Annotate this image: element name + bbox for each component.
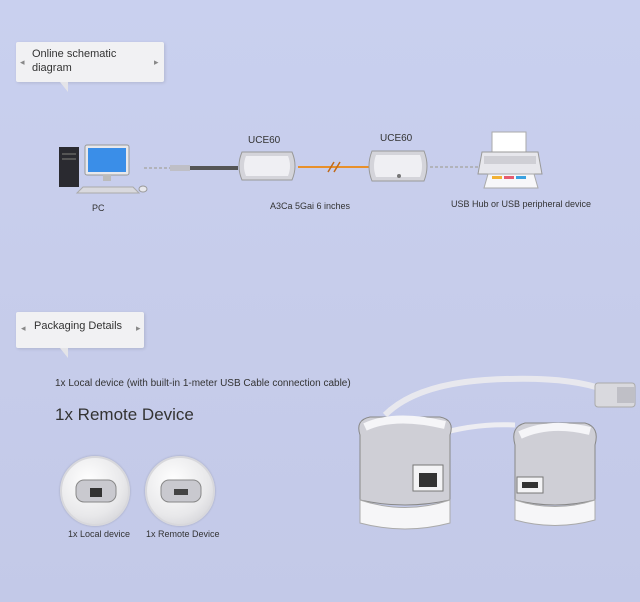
extender-right xyxy=(368,150,428,182)
thumb-local xyxy=(60,456,130,526)
cable-length-label: A3Ca 5Gai 6 inches xyxy=(270,201,351,211)
arrow-right-icon: ▸ xyxy=(136,323,141,333)
thumb-local-label: 1x Local device xyxy=(68,529,131,539)
pc-illustration xyxy=(59,144,148,194)
usb-cable-right xyxy=(430,166,478,168)
local-device-line: 1x Local device (with built-in 1-meter U… xyxy=(55,378,351,389)
remote-device-heading: 1x Remote Device xyxy=(55,405,194,424)
callout-tail xyxy=(60,82,68,92)
usb-cable xyxy=(144,165,238,171)
arrow-left-icon: ◂ xyxy=(21,323,26,333)
packaging-callout: Packaging Details ◂ ▸ xyxy=(16,312,144,358)
printer-illustration xyxy=(477,131,543,189)
arrow-left-icon: ◂ xyxy=(20,57,25,67)
schematic-title: Online schematic diagram xyxy=(32,48,117,74)
callout-tail xyxy=(60,348,68,358)
peripheral-label: USB Hub or USB peripheral device xyxy=(451,199,592,209)
arrow-right-icon: ▸ xyxy=(154,57,159,67)
pc-label: PC xyxy=(92,203,105,213)
cat5-link xyxy=(298,161,370,173)
device-left-label: UCE60 xyxy=(248,135,281,146)
packaging-title: Packaging Details xyxy=(34,320,123,332)
thumb-remote-label: 1x Remote Device xyxy=(146,529,220,539)
device-right-label: UCE60 xyxy=(380,133,413,144)
local-device-icon xyxy=(75,479,117,503)
extender-left xyxy=(238,151,296,181)
product-photo xyxy=(358,375,636,530)
schematic-callout: Online schematic diagram ◂ ▸ xyxy=(16,42,164,92)
thumb-remote xyxy=(145,456,215,526)
remote-device-icon xyxy=(160,479,202,503)
